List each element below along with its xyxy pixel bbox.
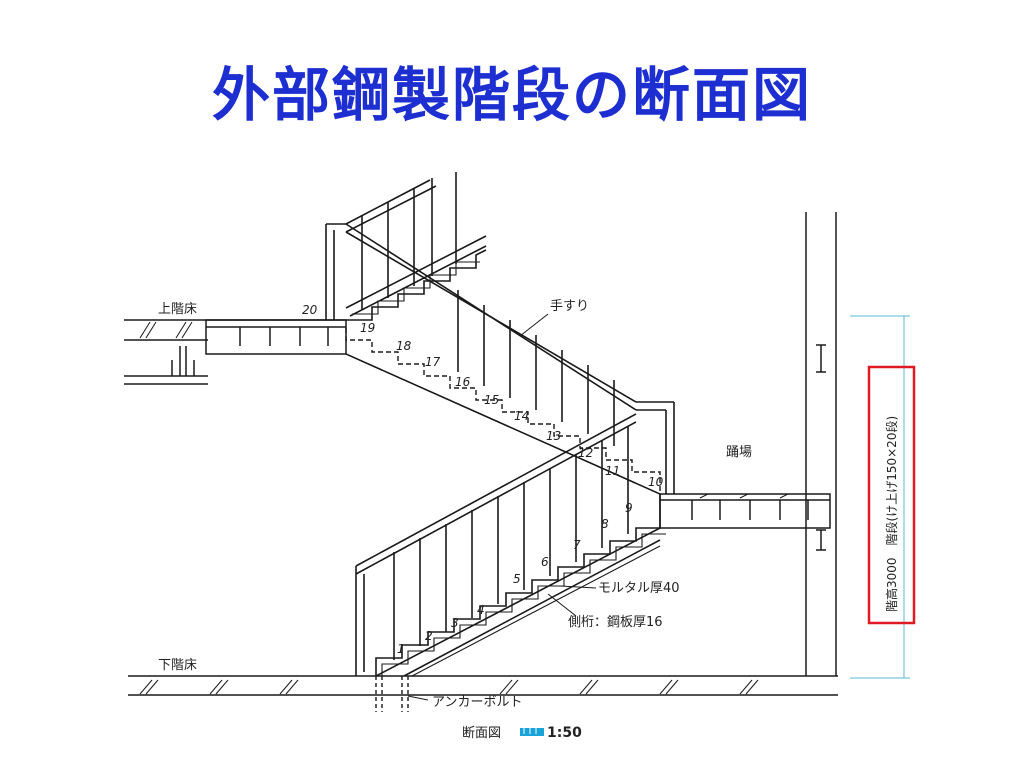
anchor-bolts [375, 676, 409, 712]
step-number-12: 12 [578, 446, 593, 460]
landing-slab [659, 493, 831, 529]
slide-title: 外部鋼製階段の断面図 [211, 61, 812, 129]
lower-floor-slab [128, 675, 838, 696]
step-number-2: 2 [425, 629, 433, 643]
step-number-14: 14 [514, 409, 529, 423]
step-number-4: 4 [477, 603, 485, 617]
step-number-15: 15 [484, 393, 499, 407]
step-number-11: 11 [605, 464, 620, 478]
step-number-6: 6 [541, 555, 549, 569]
handrail-label: 手すり [550, 299, 589, 314]
landing-label: 踊場 [726, 445, 752, 460]
handrails [325, 172, 675, 676]
upper-flight [345, 328, 661, 495]
stringer-label: 側桁：鋼板厚16 [568, 615, 663, 630]
mortar-label: モルタル厚40 [598, 581, 680, 596]
upper-floor-slab [124, 319, 347, 385]
step-number-3: 3 [451, 616, 459, 630]
step-numbers-upper: 11 12 13 14 15 16 17 18 19 20 [302, 303, 620, 478]
step-number-9: 9 [625, 501, 633, 515]
step-number-7: 7 [573, 538, 581, 552]
step-number-20: 20 [302, 303, 318, 317]
lower-flight [375, 494, 666, 677]
wall-column [805, 212, 837, 676]
scale-bar-icon [520, 728, 544, 736]
step-number-16: 16 [455, 375, 471, 389]
dimension-label: 階高3000 階段(け上げ150×20段) [884, 416, 899, 612]
dimension-line [850, 315, 910, 679]
step-number-13: 13 [546, 429, 561, 443]
upper-stair-above [345, 235, 487, 321]
anchor-bolt-label: アンカーボルト [432, 695, 522, 710]
step-number-17: 17 [425, 355, 441, 369]
step-number-10: 10 [648, 475, 664, 489]
lower-floor-label: 下階床 [158, 658, 197, 673]
upper-floor-label: 上階床 [158, 302, 197, 317]
scale-value: 1:50 [547, 725, 582, 741]
step-number-1: 1 [397, 642, 405, 656]
step-numbers-lower: 1 2 3 4 5 6 7 8 9 10 [397, 475, 664, 656]
step-number-18: 18 [396, 339, 412, 353]
step-number-19: 19 [360, 321, 375, 335]
step-number-8: 8 [601, 517, 609, 531]
dimension-highlight-box [867, 365, 916, 625]
scale-caption: 断面図 [462, 726, 501, 741]
step-number-5: 5 [513, 572, 521, 586]
